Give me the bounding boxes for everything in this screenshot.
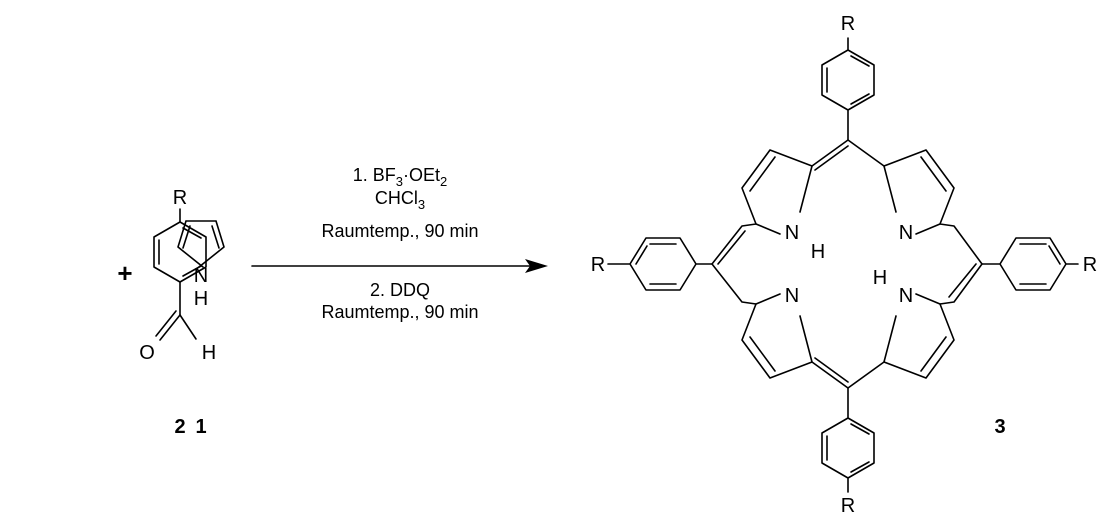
pyrrole-structure: N H xyxy=(177,220,225,310)
condition-step1-temperature-time: Raumtemp., 90 min xyxy=(321,221,478,241)
compound-number-2: 2 xyxy=(174,416,185,438)
reaction-conditions: 1. BF3·OEt2 CHCl3 Raumtemp., 90 min 2. D… xyxy=(251,165,548,322)
porphyrin-right-substituent-label: R xyxy=(1083,254,1097,276)
right-aryl-double-bonds xyxy=(1019,243,1061,285)
porphyrin-nitrogen-top-right: N xyxy=(899,222,913,244)
bottom-aryl-double-bonds xyxy=(826,423,870,473)
aldehyde-oxygen-label: O xyxy=(139,342,155,364)
top-aryl-double-bonds xyxy=(826,55,870,105)
left-aryl-bonds xyxy=(607,237,713,291)
porphyrin-double-bonds xyxy=(717,145,977,383)
pyrrole-double-bonds xyxy=(182,225,220,249)
porphyrin-left-substituent-label: R xyxy=(591,254,605,276)
compound-number-3: 3 xyxy=(994,416,1005,438)
aldehyde-hydrogen-label: H xyxy=(202,342,216,364)
plus-sign: + xyxy=(117,258,132,288)
benzaldehyde-substituent-label: R xyxy=(173,187,187,209)
porphyrin-macrocycle-bonds xyxy=(711,139,983,389)
compound-number-1: 1 xyxy=(195,416,206,438)
porphyrin-top-substituent-label: R xyxy=(841,13,855,35)
porphyrin-structure: R R R R N H N N H N xyxy=(591,13,1097,517)
porphyrin-nitrogen-bottom-left: N xyxy=(785,285,799,307)
porphyrin-hydrogen-bottom-right: H xyxy=(873,267,887,289)
top-aryl-bonds xyxy=(821,37,875,141)
condition-step1-solvent: CHCl3 xyxy=(375,188,425,212)
bottom-aryl-bonds xyxy=(821,387,875,493)
porphyrin-inner-bonds xyxy=(755,165,941,363)
pyrrole-hydrogen-label: H xyxy=(194,288,208,310)
pyrrole-nitrogen-label: N xyxy=(194,265,208,287)
condition-step2-temperature-time: Raumtemp., 90 min xyxy=(321,302,478,322)
reaction-arrow-head xyxy=(525,259,548,273)
aldehyde-ch-bond xyxy=(179,314,197,340)
pyrrole-ring-bonds xyxy=(177,220,225,268)
right-aryl-bonds xyxy=(981,237,1079,291)
condition-step1-reagent: 1. BF3·OEt2 xyxy=(353,165,448,189)
porphyrin-bottom-substituent-label: R xyxy=(841,495,855,517)
porphyrin-nitrogen-top-left: N xyxy=(785,222,799,244)
benzaldehyde-structure: R O H xyxy=(139,187,216,364)
aldehyde-co-double-bond xyxy=(155,310,181,341)
porphyrin-hydrogen-top-left: H xyxy=(811,241,825,263)
left-aryl-double-bonds xyxy=(635,243,677,285)
benzaldehyde-double-bonds xyxy=(158,227,202,277)
condition-step2-reagent: 2. DDQ xyxy=(370,280,430,300)
porphyrin-nitrogen-bottom-right: N xyxy=(899,285,913,307)
